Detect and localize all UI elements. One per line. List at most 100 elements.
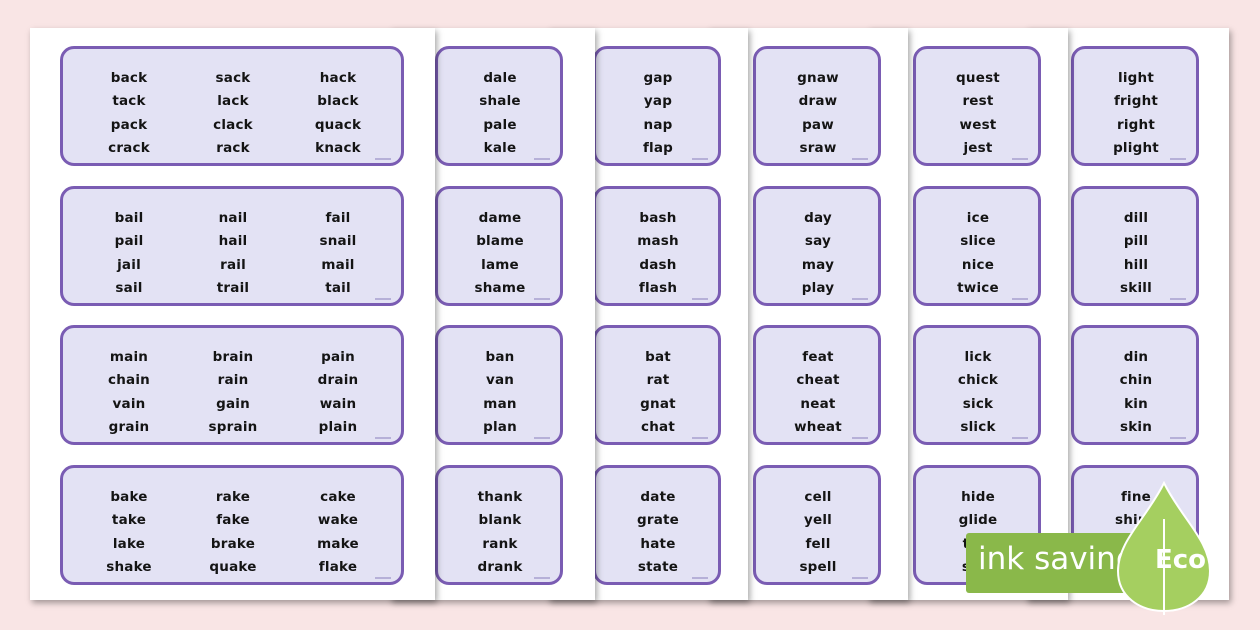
card-word: pill <box>1123 233 1149 249</box>
card-word: back <box>110 70 148 86</box>
card-word: chat <box>641 419 675 435</box>
card-word: slice <box>960 233 996 249</box>
card-footer-mark <box>692 158 708 160</box>
card-word: hack <box>319 70 357 86</box>
card-word: main <box>109 349 149 365</box>
card-word: dale <box>483 70 517 86</box>
card-word: plain <box>318 419 358 435</box>
card-footer-mark <box>692 437 708 439</box>
card-word: paw <box>802 117 834 133</box>
card-word: rake <box>215 489 251 505</box>
card-footer-mark <box>534 298 550 300</box>
card-word: tack <box>112 93 146 109</box>
card-word: crack <box>108 140 150 156</box>
card-word: mail <box>321 257 355 273</box>
card-word: skin <box>1119 419 1153 435</box>
card-word: gap <box>643 70 673 86</box>
card-word: wain <box>319 396 357 412</box>
card-word: shale <box>479 93 521 109</box>
card-footer-mark <box>375 158 391 160</box>
card-word: light <box>1118 70 1154 86</box>
card-word: rest <box>962 93 994 109</box>
card-word: pail <box>114 233 144 249</box>
card-word: date <box>640 489 676 505</box>
card-word: grate <box>636 512 680 528</box>
card-word: plan <box>483 419 517 435</box>
card-word: jail <box>117 257 141 273</box>
badge-text: ink saving <box>978 541 1136 577</box>
card-footer-mark <box>1012 158 1028 160</box>
card-word: hail <box>218 233 248 249</box>
card-word: lick <box>964 349 992 365</box>
card-word: bake <box>110 489 148 505</box>
card-word: sraw <box>799 140 837 156</box>
card-word: bat <box>645 349 671 365</box>
card-word: sick <box>962 396 994 412</box>
card-word: wheat <box>794 419 842 435</box>
card-word: dash <box>639 257 677 273</box>
card-footer-mark <box>852 577 868 579</box>
card-word: spell <box>799 559 837 575</box>
card-word: rank <box>482 536 518 552</box>
card-word: man <box>483 396 517 412</box>
card-footer-mark <box>692 298 708 300</box>
card-word: pale <box>483 117 517 133</box>
card-word: sprain <box>208 419 258 435</box>
card-word: chain <box>108 372 150 388</box>
card-word: hide <box>961 489 995 505</box>
card-word: nap <box>643 117 673 133</box>
card-word: play <box>801 280 835 296</box>
card-word: snail <box>319 233 357 249</box>
card-word: quest <box>956 70 1000 86</box>
card-word: twice <box>957 280 999 296</box>
card-word: flake <box>318 559 358 575</box>
card-word: fell <box>805 536 831 552</box>
card-word: neat <box>800 396 836 412</box>
card-word: shake <box>106 559 152 575</box>
card-footer-mark <box>375 437 391 439</box>
card-word: gnaw <box>797 70 839 86</box>
card-word: fake <box>216 512 250 528</box>
card-word: quack <box>314 117 362 133</box>
card-word: right <box>1116 117 1156 133</box>
card-word: cake <box>320 489 356 505</box>
card-word: plight <box>1113 140 1159 156</box>
card-word: clack <box>213 117 253 133</box>
card-word: state <box>637 559 679 575</box>
card-word: din <box>1123 349 1149 365</box>
card-word: west <box>959 117 997 133</box>
card-footer-mark <box>692 577 708 579</box>
card-footer-mark <box>534 158 550 160</box>
ink-saving-badge: ink saving Eco <box>966 480 1222 615</box>
card-word: nice <box>961 257 995 273</box>
card-word: pain <box>321 349 355 365</box>
card-word: rain <box>217 372 249 388</box>
card-word: hill <box>1123 257 1149 273</box>
card-word: gnat <box>640 396 676 412</box>
card-footer-mark <box>375 577 391 579</box>
card-footer-mark <box>375 298 391 300</box>
card-word: yell <box>803 512 833 528</box>
card-word: flap <box>642 140 674 156</box>
card-word: drank <box>477 559 523 575</box>
card-word: make <box>317 536 359 552</box>
card-word: lack <box>217 93 249 109</box>
card-footer-mark <box>852 298 868 300</box>
card-word: quake <box>209 559 257 575</box>
card-word: say <box>804 233 832 249</box>
card-word: wake <box>317 512 359 528</box>
